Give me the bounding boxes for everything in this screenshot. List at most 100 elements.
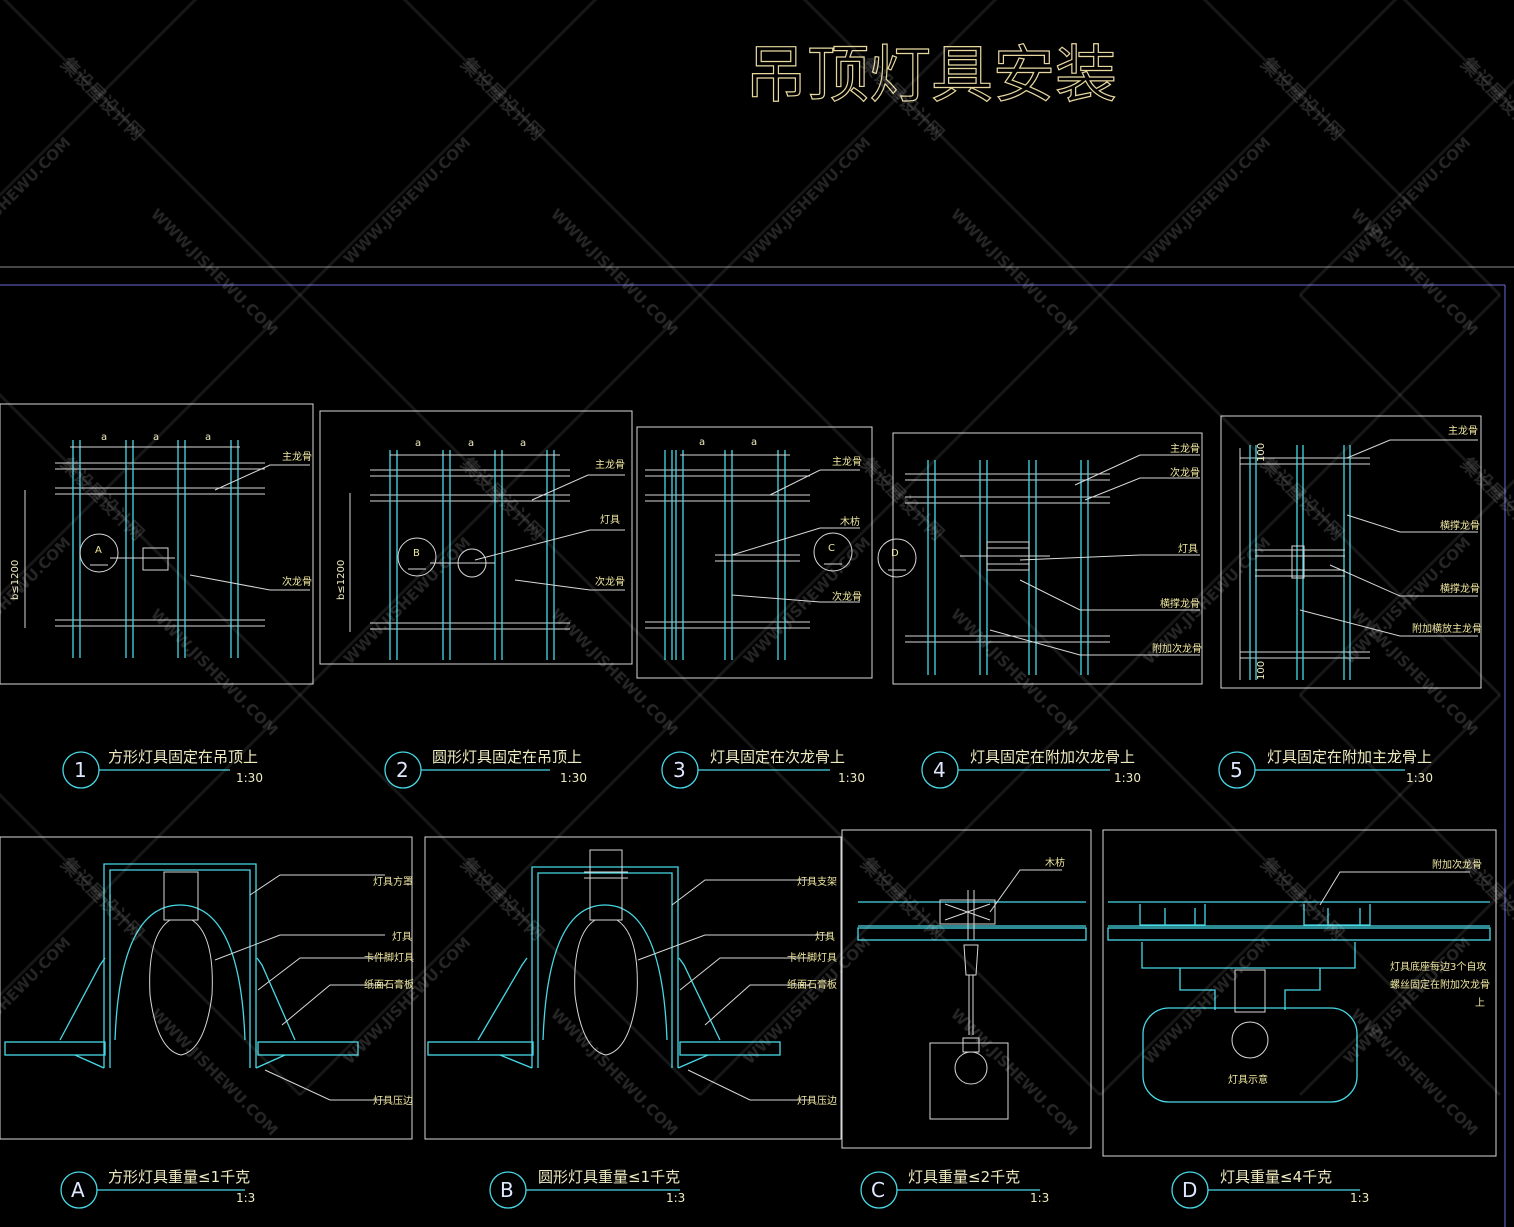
top-captions [62,751,1405,789]
watermark-line [698,293,1102,697]
watermark-line [698,693,1102,1097]
detail-C-section [841,829,1092,1149]
detail-5-caption: 灯具固定在附加主龙骨上 [1267,748,1432,766]
detail-4-label-extra: 附加次龙骨 [1152,642,1202,655]
watermark-line [1202,0,1502,297]
detail-C-label-wood: 木枋 [1045,856,1065,869]
detail-4-label-light: 灯具 [1178,543,1198,555]
detail-D-note-1: 灯具底座每边3个自攻 [1390,960,1486,973]
watermark-line [1098,0,1398,297]
detail-5-label-main: 主龙骨 [1448,424,1478,437]
drawing-title: 吊顶灯具安装 [745,38,1117,111]
watermark-line [1298,693,1514,912]
detail-D-note-3: 上 [1475,997,1485,1009]
watermark-cn: 集设屋设计网 [1256,452,1349,545]
sheet-frame [0,266,1514,1227]
watermark-line [1298,878,1514,1097]
detail-2-caption: 圆形灯具固定在吊顶上 [432,748,582,766]
watermark-line [698,293,1102,697]
watermark-line [402,0,702,297]
detail-2-dim-a2: a [468,438,474,449]
detail-5-number: 5 [1230,758,1243,782]
detail-1-number: 1 [74,758,87,782]
detail-B-scale: 1:3 [666,1191,685,1205]
watermark-line [802,0,1102,297]
detail-3-scale: 1:30 [838,771,865,785]
detail-4-number: 4 [933,758,946,782]
detail-2-marker: B [413,548,420,559]
watermark-en: WWW.JISHEWU.COM [1140,133,1274,267]
detail-C-number: C [871,1178,885,1202]
detail-D-label-extra: 附加次龙骨 [1432,858,1482,871]
detail-3-caption: 灯具固定在次龙骨上 [710,748,845,766]
detail-5-label-extra: 附加横放主龙骨 [1412,622,1482,635]
detail-B-label-trim: 灯具压边 [797,1095,837,1107]
detail-1-dim-a3: a [205,432,211,443]
detail-B-number: B [500,1178,514,1202]
watermark-line [298,693,702,1097]
watermark-cn: 集设屋设计网 [56,52,149,145]
watermark-cn: 集设屋设计网 [456,52,549,145]
watermark-line [0,792,302,1097]
detail-4-label-main: 主龙骨 [1170,442,1200,455]
detail-D-label-demo: 灯具示意 [1228,1073,1268,1086]
bottom-captions [60,1171,1360,1209]
detail-3-marker: C [828,543,835,554]
detail-5-dim-bottom: 100 [1256,661,1267,680]
watermark-en: WWW.JISHEWU.COM [0,133,74,267]
watermark-en: WWW.JISHEWU.COM [740,133,874,267]
watermark-en: WWW.JISHEWU.COM [147,1005,281,1139]
detail-A-scale: 1:3 [236,1191,255,1205]
detail-D-number: D [1182,1178,1197,1202]
detail-B-section [424,836,842,1140]
watermark-line [1098,293,1502,697]
detail-5-scale: 1:30 [1406,771,1433,785]
watermark-cn: 集设屋设计网 [1256,852,1349,945]
detail-4-label-cross: 横撑龙骨 [1160,597,1200,610]
watermark-cn: 集设屋设计网 [1256,52,1349,145]
watermark-line [298,693,702,1097]
watermark-line [298,293,702,697]
detail-A-number: A [71,1178,85,1202]
watermark-line [298,293,702,697]
detail-5-plan [1220,415,1482,689]
watermark-en: WWW.JISHEWU.COM [947,205,1081,339]
watermark-line [1298,478,1514,697]
detail-4-plan [877,432,1203,685]
watermark-en: WWW.JISHEWU.COM [0,933,74,1067]
detail-D-caption: 灯具重量≤4千克 [1220,1168,1332,1186]
detail-A-label-trim: 灯具压边 [373,1095,413,1107]
detail-A-caption: 方形灯具重量≤1千克 [108,1168,250,1186]
watermark-line [0,0,198,198]
watermark-line [1402,0,1514,112]
detail-1-label-sec: 次龙骨 [282,575,312,588]
detail-4-caption: 灯具固定在附加次龙骨上 [970,748,1135,766]
watermark-line [1098,693,1502,1097]
detail-1-marker: A [95,545,102,556]
watermark-cn: 集设屋设计网 [456,852,549,945]
watermark-line [0,392,302,697]
detail-3-label-wood: 木枋 [840,515,860,528]
detail-D-section [1102,829,1497,1157]
detail-D-note-2: 螺丝固定在附加次龙骨 [1390,978,1490,991]
detail-2-scale: 1:30 [560,771,587,785]
detail-2-plan [319,410,633,665]
detail-1-dim-a2: a [153,432,159,443]
watermark-cn: 集设屋设计网 [856,852,949,945]
detail-3-label-sec: 次龙骨 [832,590,862,603]
watermark-en: WWW.JISHEWU.COM [0,533,74,667]
detail-B-label-clip: 卡件脚灯具 [787,951,837,964]
watermark-line [1098,693,1502,1097]
detail-3-plan [636,426,873,679]
detail-5-label-cross1: 横撑龙骨 [1440,519,1480,532]
detail-A-section [0,836,413,1140]
watermark-en: WWW.JISHEWU.COM [340,133,474,267]
detail-A-label-clip: 卡件脚灯具 [364,951,414,964]
detail-B-label-bracket: 灯具支架 [797,876,837,888]
detail-A-label-cover: 灯具方罩 [373,875,413,888]
detail-5-dim-top: 100 [1256,443,1267,462]
watermark-en: WWW.JISHEWU.COM [147,205,281,339]
detail-2-label-sec: 次龙骨 [595,575,625,588]
watermark-line [698,0,998,297]
detail-A-label-board: 纸面石膏板 [364,978,414,991]
